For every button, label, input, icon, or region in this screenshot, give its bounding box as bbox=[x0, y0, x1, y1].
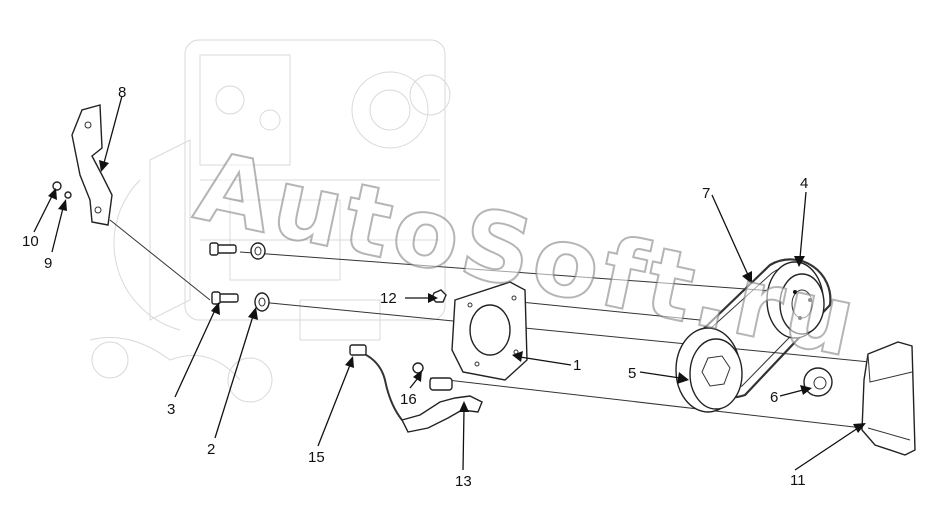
bolts bbox=[209, 242, 239, 305]
belt-guard bbox=[861, 341, 916, 456]
callout-10: 10 bbox=[22, 233, 39, 250]
callout-4: 4 bbox=[800, 175, 808, 192]
callout-15: 15 bbox=[308, 449, 325, 466]
callout-13: 13 bbox=[455, 473, 472, 490]
engine-background bbox=[89, 39, 451, 403]
callout-6: 6 bbox=[770, 389, 778, 406]
nut bbox=[431, 289, 447, 303]
callout-2: 2 bbox=[207, 441, 215, 458]
drive-pulley bbox=[675, 327, 743, 413]
oil-line bbox=[349, 344, 483, 433]
callout-1: 1 bbox=[573, 357, 581, 374]
spacers bbox=[250, 242, 270, 312]
callout-labels: 1 2 3 4 5 6 7 8 9 10 11 12 13 15 16 bbox=[22, 84, 808, 490]
callout-9: 9 bbox=[44, 255, 52, 272]
callout-8: 8 bbox=[118, 84, 126, 101]
callout-11: 11 bbox=[790, 472, 806, 489]
callout-3: 3 bbox=[167, 401, 175, 418]
mounting-bracket bbox=[71, 104, 113, 226]
callout-5: 5 bbox=[628, 365, 636, 382]
callout-7: 7 bbox=[702, 185, 710, 202]
adapter-plate bbox=[451, 281, 528, 381]
driven-pulley bbox=[766, 261, 825, 339]
callout-16: 16 bbox=[400, 391, 417, 408]
leader-lines bbox=[33, 95, 866, 471]
callout-12: 12 bbox=[380, 290, 397, 307]
pulley-hub bbox=[803, 367, 833, 397]
alignment-lines bbox=[109, 219, 901, 431]
bolt-small bbox=[52, 181, 72, 199]
